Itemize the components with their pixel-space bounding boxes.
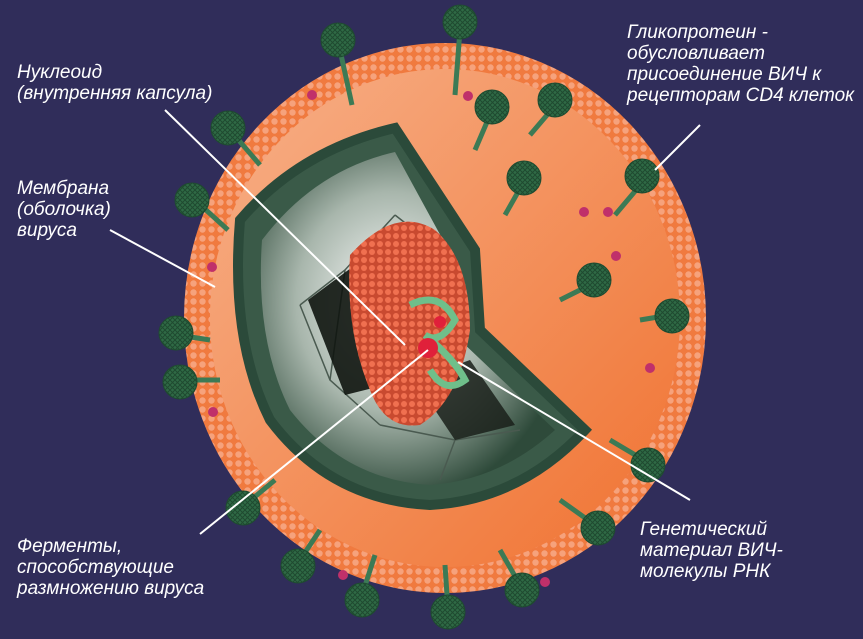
label-glycoprotein: Гликопротеин - обусловливает присоединен… [627, 22, 854, 106]
label-genetic-line-3: молекулы РНК [640, 561, 783, 582]
label-glycoprotein-line-1: Гликопротеин - [627, 22, 854, 43]
label-membrane: Мембрана (оболочка) вируса [17, 178, 111, 241]
label-genetic-material: Генетический материал ВИЧ- молекулы РНК [640, 519, 783, 582]
label-genetic-line-1: Генетический [640, 519, 783, 540]
label-enzymes-line-2: способствующие [17, 557, 204, 578]
label-glycoprotein-line-2: обусловливает [627, 43, 854, 64]
label-nucleoid-line-1: Нуклеоид [17, 62, 212, 83]
label-membrane-line-1: Мембрана [17, 178, 111, 199]
label-enzymes: Ферменты, способствующие размножению вир… [17, 536, 204, 599]
label-enzymes-line-3: размножению вируса [17, 578, 204, 599]
leader-glycoprotein [655, 125, 700, 170]
label-glycoprotein-line-4: рецепторам CD4 клеток [627, 85, 854, 106]
label-nucleoid-line-2: (внутренняя капсула) [17, 83, 212, 104]
label-membrane-line-2: (оболочка) [17, 199, 111, 220]
label-nucleoid: Нуклеоид (внутренняя капсула) [17, 62, 212, 104]
label-genetic-line-2: материал ВИЧ- [640, 540, 783, 561]
label-membrane-line-3: вируса [17, 220, 111, 241]
label-enzymes-line-1: Ферменты, [17, 536, 204, 557]
label-glycoprotein-line-3: присоединение ВИЧ к [627, 64, 854, 85]
